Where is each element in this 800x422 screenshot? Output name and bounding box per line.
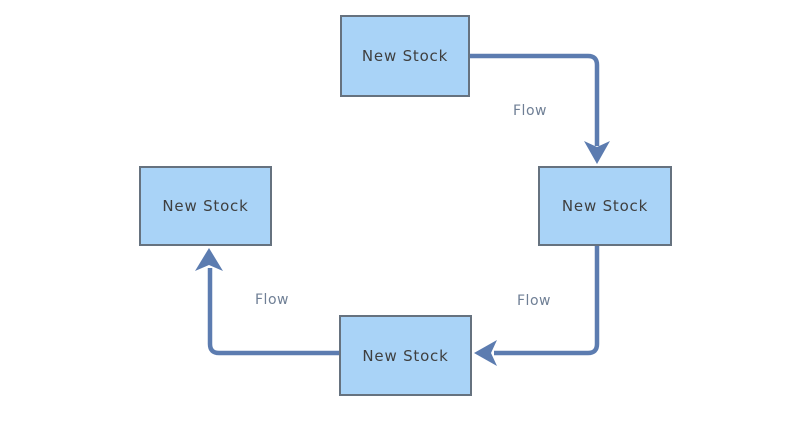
flow-edge-right-to-bottom[interactable] [474,246,600,366]
flow-label-bottom-to-left: Flow [255,292,289,308]
stock-node-left-label: New Stock [162,197,249,215]
arrowhead-down-icon [584,141,610,164]
arrowhead-up-icon [195,248,223,271]
flow-edge-bottom-to-left-line[interactable] [207,268,339,356]
stock-node-top[interactable]: New Stock [340,15,470,97]
flow-edge-top-to-right-line[interactable] [470,53,600,146]
flow-edge-right-to-bottom-line[interactable] [494,246,600,356]
stock-node-right[interactable]: New Stock [538,166,672,246]
stock-node-bottom[interactable]: New Stock [339,315,472,396]
flow-edge-top-to-right[interactable] [470,53,610,164]
flow-edge-bottom-to-left[interactable] [195,248,339,356]
arrowhead-left-icon [474,340,497,366]
stock-node-right-label: New Stock [561,197,649,215]
flow-label-top-to-right: Flow [513,103,547,119]
stock-node-top-label: New Stock [361,47,449,65]
stock-node-left[interactable]: New Stock [139,166,272,246]
stock-node-bottom-label: New Stock [362,346,449,365]
flow-label-right-to-bottom: Flow [517,293,551,309]
